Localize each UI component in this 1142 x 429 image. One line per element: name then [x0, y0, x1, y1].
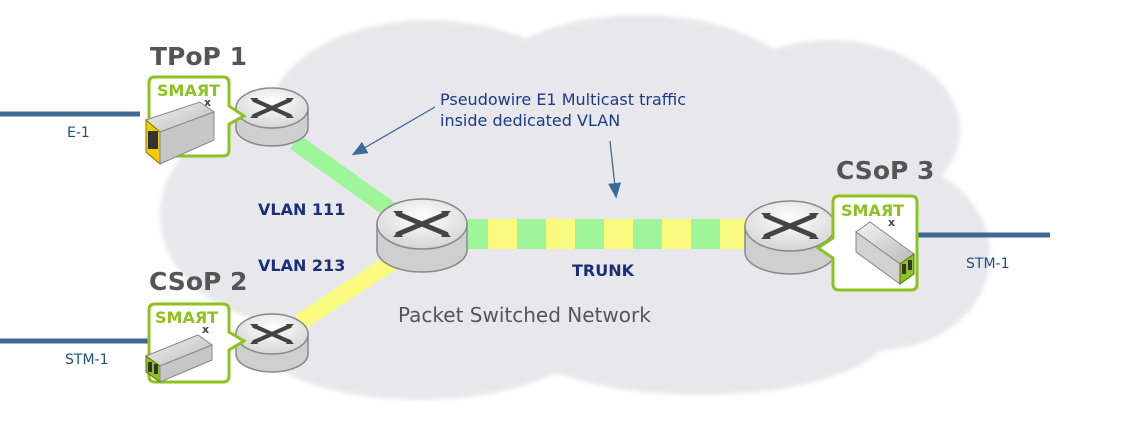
cloud-label: Packet Switched Network — [398, 303, 651, 327]
csop2-port-label: STM-1 — [65, 352, 108, 368]
tpop1-badge-brand: SMAЯT — [157, 81, 220, 100]
vlan111-link — [290, 135, 400, 220]
router-core — [376, 198, 468, 273]
tpop1-badge-sub: x — [204, 96, 211, 109]
csop2-badge: SMAЯT x — [144, 302, 247, 384]
csop2-badge-brand: SMAЯT — [155, 308, 218, 327]
router-csop2 — [235, 313, 309, 373]
csop3-port-label: STM-1 — [966, 256, 1009, 272]
annotation-line-1: Pseudowire E1 Multicast traffic — [440, 90, 686, 109]
vlan213-label: VLAN 213 — [258, 256, 345, 275]
annotation-arrow-down — [608, 140, 622, 199]
cloud — [160, 15, 990, 400]
svg-text:SMAЯT: SMAЯT — [157, 81, 220, 100]
csop2-badge-sub: x — [202, 323, 209, 336]
e1-sfp-icon — [145, 101, 216, 166]
svg-text:SMAЯT: SMAЯT — [155, 308, 218, 327]
vlan213-link — [295, 254, 397, 330]
csop2-title: CSoP 2 — [149, 267, 247, 296]
annotation-arrow-left — [351, 106, 436, 156]
router-csop3 — [744, 200, 836, 275]
csop3-title: CSoP 3 — [836, 156, 934, 185]
csop3-badge-sub: x — [888, 216, 895, 229]
tpop1-badge: SMAЯT x — [145, 75, 247, 166]
vlan111-label: VLAN 111 — [258, 200, 345, 219]
csop3-badge: SMAЯT x — [815, 194, 919, 292]
annotation-line-2: inside dedicated VLAN — [440, 111, 620, 130]
trunk-link — [468, 219, 749, 249]
trunk-label: TRUNK — [572, 261, 635, 280]
svg-text:SMAЯT: SMAЯT — [841, 201, 904, 220]
csop3-sfp-icon — [855, 221, 915, 285]
tpop1-port-label: E-1 — [67, 125, 90, 141]
csop3-badge-brand: SMAЯT — [841, 201, 904, 220]
router-tpop1 — [235, 87, 309, 147]
stm1-sfp-icon — [144, 334, 214, 383]
tpop1-title: TPoP 1 — [150, 42, 247, 71]
